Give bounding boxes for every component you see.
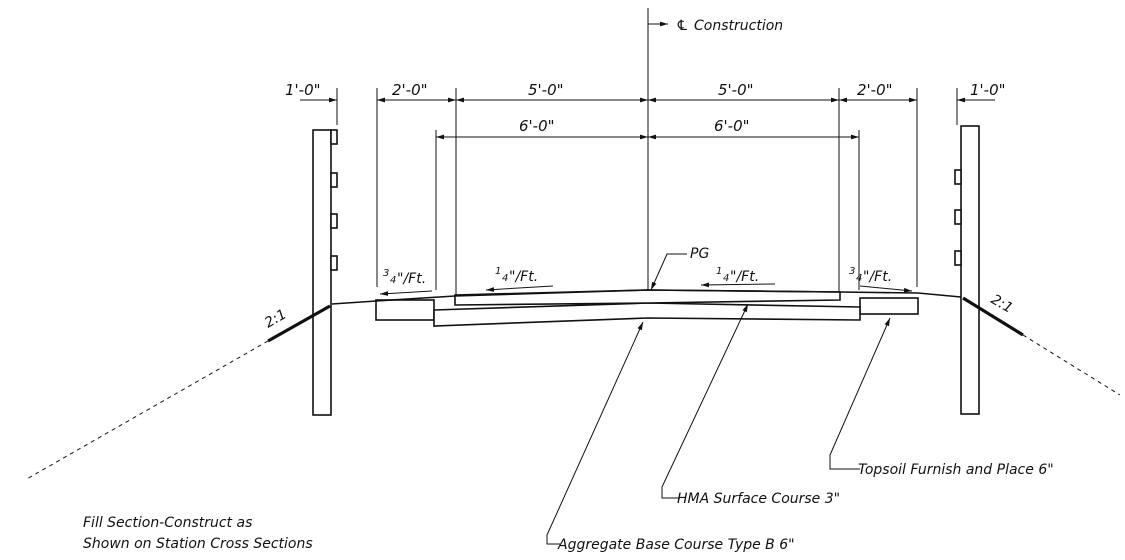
left-shoulder-slope-label: 3 4 "/Ft. (383, 268, 426, 287)
left-lane-slope-arrow (485, 285, 554, 292)
svg-text:4: 4 (390, 275, 396, 286)
svg-text:4: 4 (723, 273, 729, 284)
fill-section-note-line1: Fill Section-Construct as (83, 515, 252, 531)
dim-left-paved: 6'-0" (519, 117, 555, 135)
left-guardrail (312, 129, 338, 416)
right-guardrail (954, 125, 980, 415)
svg-text:4: 4 (502, 273, 508, 284)
dim-left-shoulder: 2'-0" (392, 81, 428, 99)
svg-text:3: 3 (849, 266, 855, 277)
svg-text:"/Ft.: "/Ft. (863, 269, 892, 285)
dim-right-shoulder: 2'-0" (857, 81, 893, 99)
aggregate-callout: Aggregate Base Course Type B 6" (557, 537, 795, 553)
dim-right-paved: 6'-0" (714, 117, 750, 135)
left-slope-heavy (267, 304, 331, 343)
left-slope-ratio: 2:1 (262, 306, 290, 331)
finished-grade-line (331, 289, 962, 305)
svg-text:"/Ft.: "/Ft. (509, 269, 538, 285)
dim-left-lane: 5'-0" (528, 81, 564, 99)
right-lane-slope-label: 1 4 "/Ft. (716, 266, 759, 285)
hma-surface-course (454, 289, 841, 306)
hma-leader (661, 303, 749, 499)
fill-section-note-line2: Shown on Station Cross Sections (83, 536, 313, 552)
right-slope-ratio: 2:1 (988, 292, 1016, 317)
svg-text:"/Ft.: "/Ft. (730, 269, 759, 285)
right-lane-slope-arrow (700, 282, 776, 288)
left-shoulder-aggregate (375, 299, 435, 321)
right-shoulder-slope-label: 3 4 "/Ft. (849, 266, 892, 285)
dim-left-guardrail: 1'-0" (285, 81, 321, 99)
right-shoulder-aggregate (859, 297, 919, 315)
aggregate-base-course (433, 302, 861, 327)
left-slope-dashed (24, 340, 269, 481)
profile-grade-leader (650, 253, 687, 291)
profile-grade-label: PG (690, 246, 709, 262)
hma-callout: HMA Surface Course 3" (677, 491, 840, 507)
dim-right-lane: 5'-0" (718, 81, 754, 99)
centerline-label: Construction (694, 18, 783, 34)
left-lane-slope-label: 1 4 "/Ft. (495, 266, 538, 285)
svg-text:3: 3 (383, 268, 389, 279)
topsoil-callout: Topsoil Furnish and Place 6" (858, 462, 1054, 478)
svg-text:4: 4 (856, 273, 862, 284)
aggregate-leader (546, 321, 644, 545)
svg-text:1: 1 (716, 266, 722, 277)
right-shoulder-slope-arrow (859, 285, 913, 293)
svg-text:1: 1 (495, 266, 501, 277)
topsoil-leader (829, 317, 891, 470)
extension-lines (336, 88, 958, 300)
left-shoulder-slope-arrow (379, 290, 433, 296)
right-slope-dashed (1022, 334, 1121, 396)
svg-text:"/Ft.: "/Ft. (397, 271, 426, 287)
right-slope-heavy (962, 296, 1024, 337)
dim-right-guardrail: 1'-0" (970, 81, 1006, 99)
dimension-lines (300, 97, 995, 140)
centerline-symbol: ℄ (676, 18, 689, 34)
